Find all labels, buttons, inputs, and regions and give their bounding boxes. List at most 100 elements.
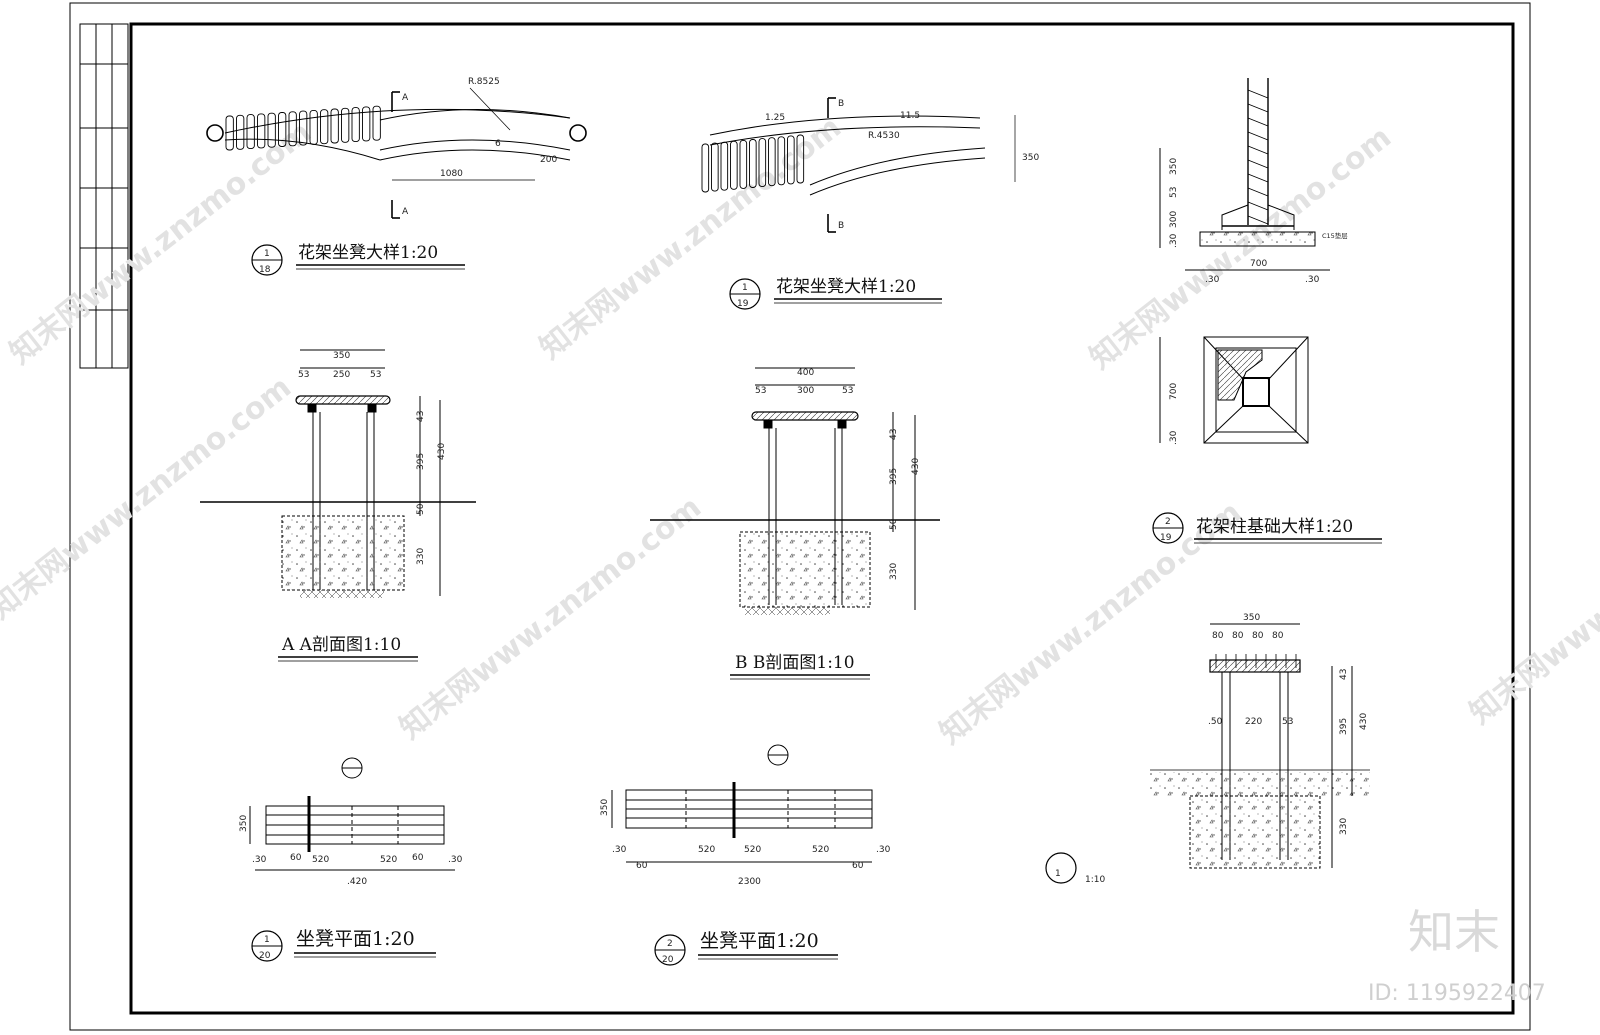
bench-slat (246, 114, 255, 150)
dim-text: 330 (1339, 818, 1349, 835)
column-base-plan-dims: 700 .30 (1169, 383, 1179, 445)
logo-text: 知末 (1408, 905, 1500, 959)
section-label: A (402, 207, 409, 217)
section-label: B (838, 99, 844, 109)
title-index: 2 (667, 939, 673, 949)
drawing-line (1247, 103, 1269, 113)
bench-slat (267, 112, 276, 148)
dim-text: 80 (1252, 631, 1264, 641)
material-label: C15垫层 (1322, 231, 1348, 240)
title-sheet: 20 (662, 955, 674, 965)
dim-text: 400 (797, 368, 814, 378)
dim-text: 53 (298, 370, 309, 380)
title-index: 1 (264, 935, 270, 945)
section-a-dims: 350 53 250 53 43 395 430 50 330 (298, 351, 447, 565)
dim-text: 395 (889, 468, 899, 485)
title-8: 1 1:10 (1045, 852, 1105, 885)
bench-slat (739, 139, 748, 189)
dim-text: 520 (744, 845, 761, 855)
column-base-plan (1159, 336, 1309, 444)
drawing-line (1247, 215, 1269, 225)
dim-text: 43 (416, 411, 426, 422)
dim-text: 350 (333, 351, 350, 361)
dim-text: 50 (416, 503, 426, 515)
dim-text: 330 (416, 548, 426, 565)
title-text: 花架柱基础大样1:20 (1196, 517, 1353, 537)
dim-text: .30 (1305, 275, 1320, 285)
plan-view-2 (701, 97, 1016, 233)
title-index: 1 (742, 283, 748, 293)
bench-slat (711, 142, 719, 192)
title-index: 1 (264, 249, 270, 259)
dim-text: 430 (437, 443, 447, 460)
dim-text: .30 (252, 855, 267, 865)
dim-text: 60 (636, 861, 648, 871)
drawing-line (1247, 117, 1269, 127)
title-text: 坐凳平面1:20 (700, 930, 819, 952)
bench-slat (720, 141, 729, 191)
title-sheet: 20 (259, 951, 271, 961)
dim-text: 430 (911, 458, 921, 475)
dim-text: .30 (1205, 275, 1220, 285)
drawing-line (1247, 187, 1269, 197)
bench-slat (351, 107, 360, 143)
watermark-text: 知末网www.znzmo.com (1463, 475, 1600, 732)
drawing-line (1247, 173, 1269, 183)
bench-slat (288, 111, 297, 147)
bench-slat (330, 108, 339, 144)
bench-plan-1 (249, 757, 455, 871)
plan-view-1-dims: 1080 200 R.8525 6 A A (402, 77, 557, 217)
section-label: A (402, 93, 409, 103)
dim-text: 395 (416, 453, 426, 470)
watermark-text: 知末网www.znzmo.com (0, 370, 298, 627)
drawing-line (1247, 159, 1269, 169)
drawing-line (1247, 145, 1269, 155)
dim-text: .30 (1169, 430, 1179, 445)
dim-text: 43 (889, 429, 899, 440)
bench-slat (787, 135, 795, 185)
dim-text: 700 (1169, 383, 1179, 400)
title-text: 花架坐凳大样1:20 (298, 243, 438, 263)
bench-slat (236, 114, 245, 150)
dim-text: 60 (852, 861, 864, 871)
title-index: 2 (1165, 517, 1171, 527)
dim-text: 220 (1245, 717, 1262, 727)
detail-section-1-dims: 350 80 80 80 80 .50 220 53 430 395 330 4… (1208, 613, 1369, 835)
dim-text: 1.25 (765, 113, 785, 123)
dim-text: 60 (412, 853, 424, 863)
dim-text: 350 (1243, 613, 1260, 623)
section-label: B (838, 221, 844, 231)
dim-text: 53 (842, 386, 853, 396)
dim-text: 700 (1250, 259, 1267, 269)
dim-text: 350 (1169, 158, 1179, 175)
dim-text: 200 (540, 155, 557, 165)
dim-text: 53 (1169, 187, 1179, 198)
dim-text: 6 (495, 139, 501, 149)
dim-text: 300 (1169, 211, 1179, 228)
watermark-text: 知末网www.znzmo.com (3, 115, 318, 372)
title-4: A A剖面图1:10 (278, 635, 418, 662)
dim-text: .30 (876, 845, 891, 855)
title-index: 1 (1055, 869, 1061, 879)
dim-text: .50 (1208, 717, 1223, 727)
title-6: 1 20 坐凳平面1:20 (251, 928, 436, 962)
dim-text: 250 (333, 370, 350, 380)
title-scale: 1:10 (1085, 875, 1105, 885)
dim-text: 60 (290, 853, 302, 863)
drawing-line (1247, 201, 1269, 211)
bench-slat (777, 136, 786, 186)
dim-text: 80 (1232, 631, 1244, 641)
dim-text: 1080 (440, 169, 463, 179)
bench-slat (749, 139, 757, 188)
dim-text: 430 (1359, 713, 1369, 730)
title-text: A A剖面图1:10 (281, 635, 401, 655)
bench-slat (730, 140, 738, 190)
title-5: B B剖面图1:10 (730, 653, 870, 680)
dim-text: .30 (612, 845, 627, 855)
image-id-text: ID: 1195922407 (1368, 981, 1546, 1006)
dim-text: 2300 (738, 877, 761, 887)
bench-plan-2 (611, 744, 873, 863)
dim-text: 300 (797, 386, 814, 396)
section-b (650, 367, 940, 615)
